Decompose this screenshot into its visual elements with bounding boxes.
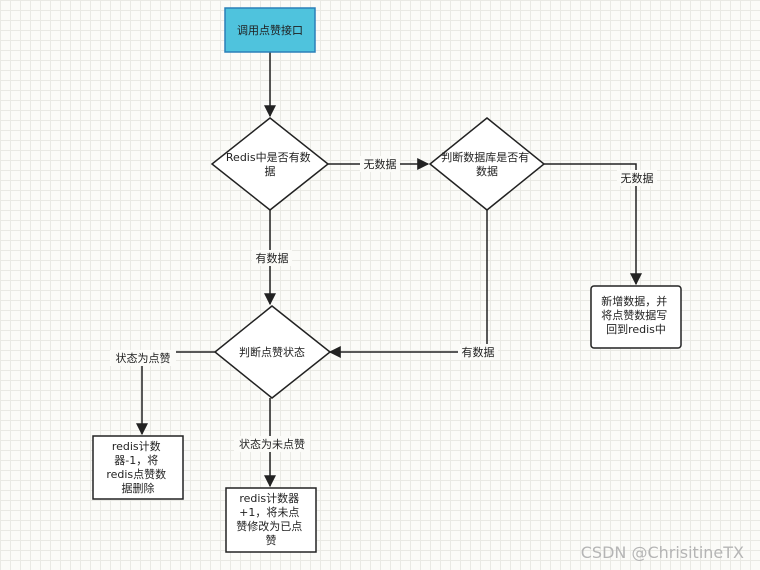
svg-text:Redis中是否有数 据: Redis中是否有数 据 — [226, 150, 314, 178]
edge-label-redis-no: 无数据 — [360, 156, 400, 172]
svg-text:redis计数器 +1，将未点 赞修: redis计数器 +1，将未点 赞修改为已点 赞 — [236, 492, 306, 547]
edge-label-db-no: 无数据 — [617, 170, 657, 186]
box-decrement-line: 器-1，将 — [114, 454, 158, 467]
svg-text:有数据: 有数据 — [462, 345, 495, 359]
svg-text:redis计数 器-1，将 redi: redis计数 器-1，将 redis点赞数 据删除 — [106, 440, 169, 495]
svg-text:判断数据库是否有 数据: 判断数据库是否有 数据 — [441, 150, 533, 178]
box-increment-line: redis计数器 — [239, 492, 299, 505]
svg-text:无数据: 无数据 — [364, 157, 397, 171]
node-start-line: 调用点赞接口 — [237, 24, 303, 37]
svg-text:无数据: 无数据 — [621, 171, 654, 185]
edge-db-to-add-data — [544, 163, 642, 286]
svg-text:状态为未点赞: 状态为未点赞 — [239, 437, 305, 451]
svg-text:状态为点赞: 状态为点赞 — [116, 351, 171, 365]
edge-label-state-liked: 状态为点赞 — [110, 350, 176, 366]
edge-label-db-yes: 有数据 — [458, 344, 498, 360]
box-decrement-line: redis点赞数 — [106, 468, 166, 481]
box-decrement-line: redis计数 — [112, 440, 161, 453]
edge-db-to-like-state — [328, 210, 488, 358]
box-decrement-line: 据删除 — [122, 481, 155, 495]
box-add-data-line: 回到redis中 — [606, 323, 666, 336]
decision-redis-line: Redis中是否有数 — [226, 150, 311, 164]
decision-db-line: 判断数据库是否有 — [441, 150, 529, 164]
svg-text:有数据: 有数据 — [256, 251, 289, 265]
box-increment-line: +1，将未点 — [239, 506, 299, 519]
box-increment: redis计数器 +1，将未点 赞修改为已点 赞 — [225, 487, 317, 553]
decision-db-has-data: 判断数据库是否有 数据 — [428, 117, 546, 211]
node-start: 调用点赞接口 — [224, 7, 316, 53]
box-add-data-line: 新增数据，并 — [601, 294, 667, 308]
svg-text:新增数据，并 将点赞数据写 回到re: 新增数据，并 将点赞数据写 回到redis中 — [601, 294, 671, 336]
decision-redis-line: 据 — [265, 164, 276, 178]
box-decrement: redis计数 器-1，将 redis点赞数 据删除 — [92, 435, 184, 500]
box-increment-line: 赞修改为已点 — [236, 519, 302, 533]
decision-like-state-line: 判断点赞状态 — [239, 345, 305, 359]
decision-redis-has-data: Redis中是否有数 据 — [210, 117, 330, 211]
decision-db-line: 数据 — [476, 164, 498, 178]
svg-text:调用点赞接口: 调用点赞接口 — [237, 24, 303, 37]
svg-text:判断点赞状态: 判断点赞状态 — [239, 345, 305, 359]
edge-label-state-unliked: 状态为未点赞 — [234, 436, 310, 452]
box-add-data: 新增数据，并 将点赞数据写 回到redis中 — [590, 285, 682, 349]
decision-like-state: 判断点赞状态 — [213, 305, 332, 399]
edges — [136, 52, 642, 488]
box-increment-line: 赞 — [266, 534, 277, 547]
watermark-text: CSDN @ChrisitineTX — [581, 543, 744, 562]
edge-label-redis-yes: 有数据 — [252, 250, 292, 266]
box-add-data-line: 将点赞数据写 — [601, 308, 667, 322]
